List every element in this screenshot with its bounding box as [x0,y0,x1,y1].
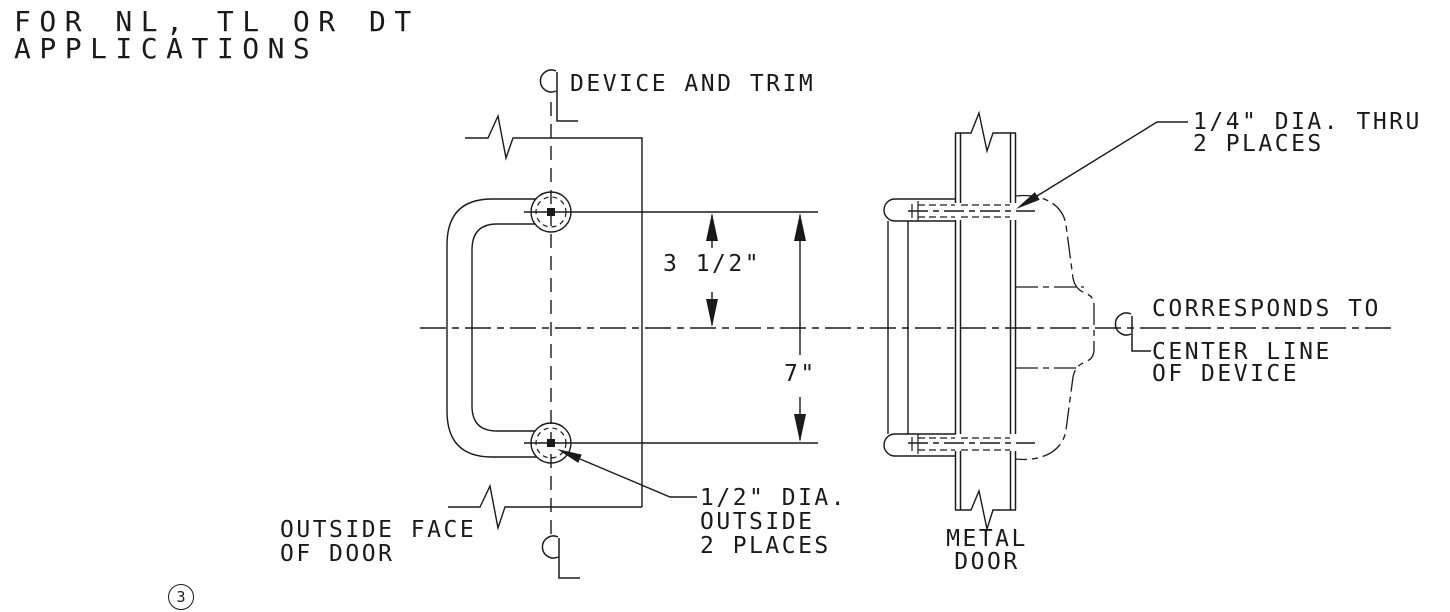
centerline-symbol-top [539,69,578,122]
dim-3-5-label: 3 1/2" [663,251,762,277]
hidden-screws [908,201,1035,454]
door-break-bottom [955,488,1016,532]
centerline-symbol-device [1114,312,1151,352]
dim-7-label: 7" [784,361,817,387]
hole-centerlines-side [908,210,1035,444]
handle-arm-bottom [883,433,956,457]
corresponds-note-line1: CORRESPONDS TO [1152,296,1381,322]
front-view-door-outline [448,113,643,531]
application-note: FOR NL, TL OR DT APPLICATIONS [14,5,420,65]
corresponds-note-line2: CENTER LINE OF DEVICE [1152,339,1332,387]
door-front-top-edge [465,113,643,507]
front-view-centerlines [420,102,1392,536]
metal-door-label: METAL DOOR [946,526,1028,575]
outside-face-note: OUTSIDE FACE OF DOOR [280,517,477,567]
leader-quarter-dia [1016,121,1188,209]
device-case-lines [1016,286,1084,369]
device-profile [1015,194,1095,461]
screw-center-top [547,208,555,216]
centerline-symbol-bottom [541,535,580,579]
dimension-7 [794,213,806,442]
quarter-dia-callout: 1/4" DIA. THRU 2 PLACES [1193,109,1422,157]
handle-arm-top [883,198,956,222]
half-dia-callout: 1/2" DIA. OUTSIDE 2 PLACES [700,485,848,559]
screw-center-bottom [547,439,555,447]
side-view-pull-handle [883,198,956,457]
screw-bottom-head [911,434,919,454]
dimension-3-5 [706,213,718,327]
door-break-top [955,110,1016,154]
hole-extension-lines [524,211,818,444]
device-trim-centerline-label: DEVICE AND TRIM [570,71,816,97]
exit-device-phantom-outline [1015,194,1095,461]
door-front-bottom-edge [448,483,642,531]
handle-outer-outline [446,198,539,458]
handle-grip-edges [887,221,909,434]
sheet-marker-circle: 3 [168,584,194,610]
screw-bottom-shank [918,437,1010,451]
side-view-door-section [954,110,1017,532]
leader-half-dia [557,449,697,498]
